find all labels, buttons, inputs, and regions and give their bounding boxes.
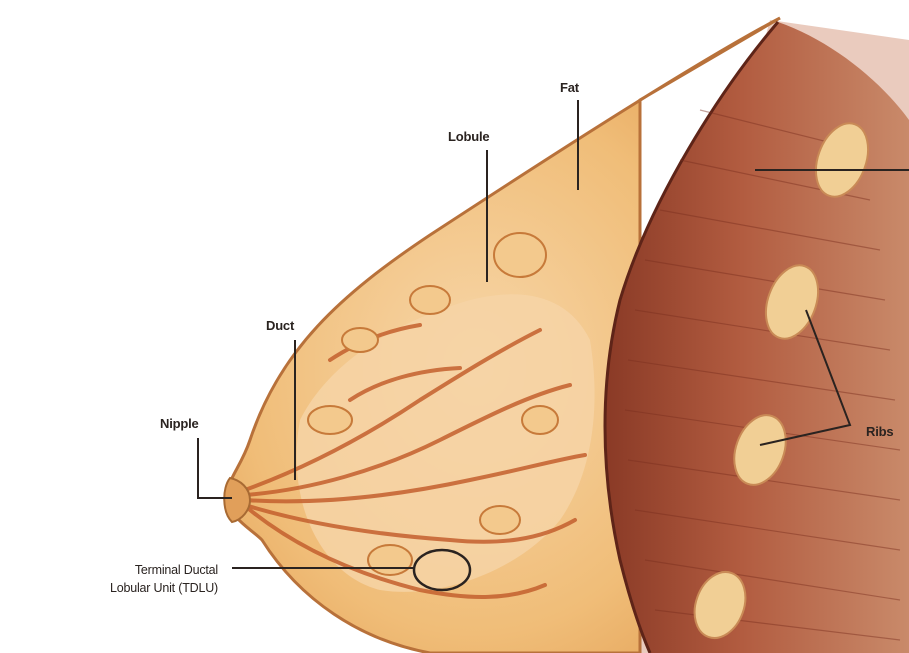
duct-label: Duct <box>266 318 294 333</box>
lobule-label: Lobule <box>448 129 489 144</box>
tdlu-label-line-1: Terminal Ductal <box>12 561 218 579</box>
tdlu-label-line-2: Lobular Unit (TDLU) <box>12 579 218 597</box>
tdlu-label: Terminal Ductal Lobular Unit (TDLU) <box>12 561 218 597</box>
ribs-label: Ribs <box>866 424 893 439</box>
fat-label: Fat <box>560 80 579 95</box>
pectoral-muscle <box>605 22 909 653</box>
nipple-label: Nipple <box>160 416 199 431</box>
